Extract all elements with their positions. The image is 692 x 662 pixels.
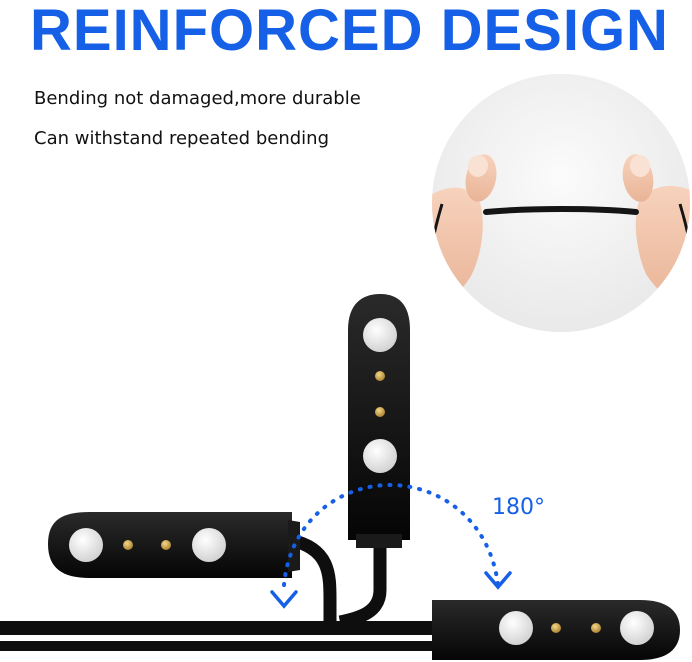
- center-connector: [348, 294, 410, 548]
- feature-durable-text: Bending not damaged,more durable: [34, 88, 361, 109]
- feature-bending-text: Can withstand repeated bending: [34, 128, 329, 149]
- center-pin-2: [375, 407, 385, 417]
- right-pad-2: [620, 611, 654, 645]
- rotation-angle-label: 180°: [492, 495, 545, 520]
- page-title: REINFORCED DESIGN: [30, 0, 669, 63]
- right-connector: [432, 600, 680, 660]
- center-pad-2: [363, 439, 397, 473]
- cable-bundle: [0, 533, 440, 651]
- left-connector: [48, 512, 300, 578]
- left-pad-1: [69, 528, 103, 562]
- right-arrow-icon: [484, 571, 512, 590]
- left-pad-2: [192, 528, 226, 562]
- left-pin-2: [161, 540, 171, 550]
- left-pin-1: [123, 540, 133, 550]
- rotation-arc: [270, 482, 512, 609]
- center-pad-1: [363, 318, 397, 352]
- right-pad-1: [499, 611, 533, 645]
- right-pin-1: [551, 623, 561, 633]
- right-pin-2: [591, 623, 601, 633]
- left-arrow-icon: [270, 590, 298, 609]
- center-pin-1: [375, 371, 385, 381]
